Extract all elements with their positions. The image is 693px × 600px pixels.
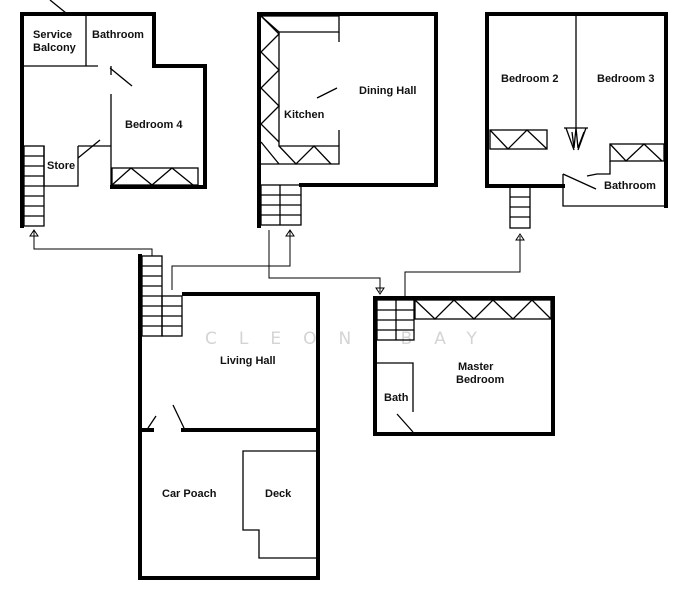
room-label-deck: Deck xyxy=(265,488,292,500)
unit-top-middle-outer-wall xyxy=(257,12,438,228)
unit-bottom-left: Living Hall Car Poach Deck xyxy=(138,254,320,580)
stair-bottom-right xyxy=(376,299,415,341)
room-label-bath: Bath xyxy=(384,392,409,404)
stair-top-right xyxy=(509,186,531,229)
wardrobe-bedroom2 xyxy=(489,129,548,150)
unit-top-left-outer-wall xyxy=(20,12,207,228)
room-label-car-poach: Car Poach xyxy=(162,488,217,500)
arrow-to-bottom-right xyxy=(268,230,381,292)
room-label-bedroom2: Bedroom 2 xyxy=(501,73,558,85)
bathroom-right-walls xyxy=(562,174,664,207)
unit-top-left: Service Balcony Bathroom Bedroom 4 Store xyxy=(20,0,207,228)
unit-top-right-outer-wall xyxy=(485,12,668,208)
room-label-master-bedroom: Master xyxy=(458,361,494,373)
room-label-service-balcony-2: Balcony xyxy=(33,42,77,54)
unit-bottom-right: Master Bedroom Bath xyxy=(373,296,555,436)
unit-top-middle: Kitchen Dining Hall xyxy=(257,12,438,228)
kitchen-counter xyxy=(260,15,340,165)
room-label-living-hall: Living Hall xyxy=(220,355,276,367)
watermark: CLEON BAY xyxy=(205,329,499,349)
room-label-dining-hall: Dining Hall xyxy=(359,85,416,97)
room-label-bathroom-top: Bathroom xyxy=(92,29,144,41)
room-label-bathroom-right: Bathroom xyxy=(604,180,656,192)
room-label-bedroom3: Bedroom 3 xyxy=(597,73,654,85)
unit-bottom-left-outer-wall xyxy=(138,254,320,580)
stair-bottom-left xyxy=(141,255,183,337)
connector-arrows xyxy=(29,229,525,298)
unit-bottom-right-outer-wall xyxy=(373,296,555,436)
room-label-bedroom4: Bedroom 4 xyxy=(125,119,183,131)
arrow-to-top-middle xyxy=(171,231,291,290)
wardrobe-master-bedroom xyxy=(414,299,552,320)
room-label-service-balcony: Service xyxy=(33,29,72,41)
unit-top-right: Bedroom 2 Bedroom 3 Bathroom xyxy=(485,12,668,229)
balcony-partition xyxy=(24,16,98,67)
arrow-to-top-left xyxy=(33,231,153,256)
stair-top-left xyxy=(23,145,45,227)
room-label-store: Store xyxy=(47,160,75,172)
deck-outline xyxy=(242,450,316,559)
wardrobe-bedroom4 xyxy=(111,167,199,186)
bath-walls xyxy=(377,362,414,412)
stair-top-middle xyxy=(260,184,302,226)
arrow-to-top-right xyxy=(404,236,521,298)
room-label-kitchen: Kitchen xyxy=(284,109,325,121)
bathroom-right-fixture xyxy=(586,143,665,177)
room-label-master-bedroom-2: Bedroom xyxy=(456,374,505,386)
